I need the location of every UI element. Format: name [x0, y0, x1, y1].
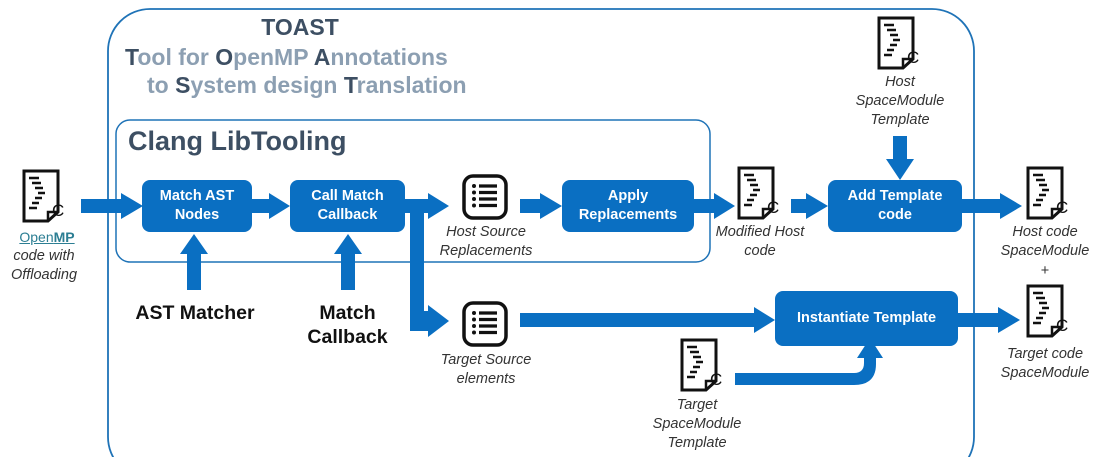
toast-subtitle-line2: to System design Translation	[125, 71, 485, 99]
toast-frame	[107, 8, 975, 457]
arrow-target-template-path	[735, 338, 883, 385]
file-letter: C	[1056, 198, 1068, 217]
arrow-match-to-call	[251, 193, 290, 219]
target-template-caption: Target SpaceModule Template	[652, 397, 742, 451]
host-replacements-list-icon	[462, 174, 508, 220]
file-letters: C C C C C C	[52, 48, 1068, 389]
arrow-apply-to-modified	[694, 193, 735, 219]
subtitle-initial: S	[175, 72, 191, 98]
host-template-caption: Host SpaceModule Template	[855, 74, 945, 128]
add-template-code-label: Add Template code	[847, 188, 943, 223]
host-output-caption: Host code SpaceModule	[1000, 224, 1090, 259]
subtitle-fragment: penMP	[233, 44, 314, 70]
toast-subtitle-line1: Tool for OpenMP Annotations	[125, 43, 485, 71]
subtitle-fragment: ranslation	[356, 72, 467, 98]
arrow-match-callback-up	[334, 234, 362, 290]
match-ast-nodes-box: Match AST Nodes	[142, 180, 252, 232]
openmp-prefix: Open	[19, 229, 54, 245]
arrow-instantiate-to-output	[958, 307, 1020, 333]
file-letter: C	[767, 198, 779, 217]
call-match-callback-label: Call Match Callback	[311, 188, 384, 223]
apply-replacements-box: Apply Replacements	[562, 180, 694, 232]
plus-sign: +	[1040, 263, 1050, 279]
source-caption: code with Offloading	[10, 248, 78, 283]
openmp-suffix: MP	[53, 229, 75, 245]
subtitle-initial: A	[313, 44, 331, 70]
subtitle-initial: O	[215, 44, 234, 70]
target-output-caption: Target code SpaceModule	[1000, 346, 1090, 381]
file-letter: C	[907, 48, 919, 67]
arrow-branch-down	[410, 213, 424, 321]
match-ast-nodes-label: Match AST Nodes	[159, 188, 235, 223]
openmp-label: OpenMP	[10, 229, 84, 245]
arrow-hostlist-to-apply	[520, 193, 562, 219]
add-template-code-box: Add Template code	[828, 180, 962, 232]
arrow-call-to-host-list	[405, 193, 449, 219]
subtitle-fragment: ool for	[137, 44, 216, 70]
toast-title: TOAST	[261, 14, 339, 40]
toast-subtitle: Tool for OpenMP Annotations to System de…	[125, 43, 485, 99]
arrow-ast-matcher-up	[180, 234, 208, 290]
arrow-branch-to-target-list	[410, 305, 449, 337]
arrow-source-to-match	[81, 193, 143, 219]
arrow-target-list-to-instantiate	[520, 307, 775, 333]
modified-host-code-caption: Modified Host code	[715, 224, 805, 259]
ast-matcher-label: AST Matcher	[135, 302, 255, 324]
apply-replacements-label: Apply Replacements	[578, 188, 678, 223]
instantiate-template-box: Instantiate Template	[775, 291, 958, 346]
arrow-add-to-output	[962, 193, 1022, 219]
host-source-replacements-caption: Host Source Replacements	[439, 224, 533, 259]
arrow-host-template-down	[886, 136, 914, 180]
subtitle-fragment: ystem design	[190, 72, 344, 98]
flow-arrows	[81, 136, 1022, 385]
subtitle-fragment: to	[147, 72, 176, 98]
file-letter: C	[52, 201, 64, 220]
call-match-callback-box: Call Match Callback	[290, 180, 405, 232]
subtitle-fragment: nnotations	[330, 44, 448, 70]
file-letter: C	[710, 370, 722, 389]
file-letter: C	[1056, 316, 1068, 335]
target-source-elements-caption: Target Source elements	[440, 352, 532, 387]
arrow-modified-to-add	[791, 193, 828, 219]
libtooling-title: Clang LibTooling	[128, 126, 347, 156]
match-callback-label: Match Callback	[307, 302, 388, 348]
subtitle-initial: T	[343, 72, 357, 98]
target-elements-list-icon	[462, 301, 508, 347]
instantiate-template-label: Instantiate Template	[796, 310, 937, 326]
subtitle-initial: T	[125, 44, 138, 70]
